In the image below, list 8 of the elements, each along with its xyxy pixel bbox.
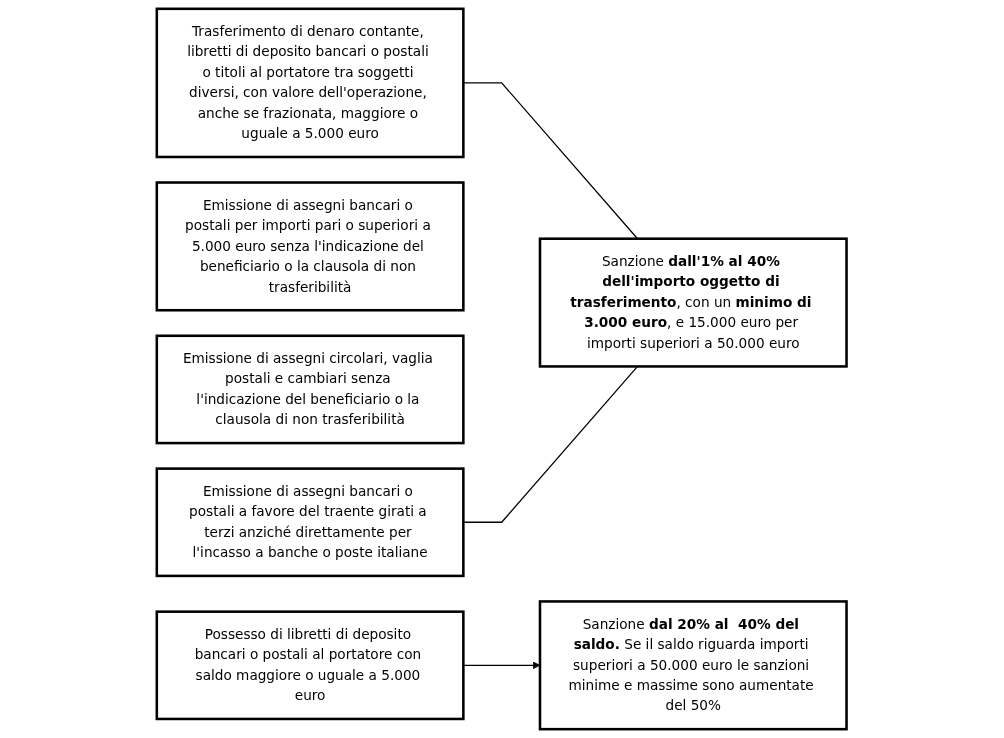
node-box: Emissione di assegni circolari, vaglia postali e cambiari senza l'indicazione del beneficiario o la clausola di non trasferibilità — [155, 334, 465, 445]
node-box: Sanzione dall'1% al 40% dell'importo oggetto di trasferimento, con un minimo di 3.000 euro, e 15.000 euro per importi superiori a 50.000 euro — [539, 237, 849, 368]
node-box: Emissione di assegni bancari o postali a favore del traente girati a terzi anziché direttamente per l'incasso a banche o poste italiane — [155, 467, 465, 578]
arrow — [463, 661, 541, 670]
node-box: Trasferimento di denaro contante, libretti di deposito bancari o postali o titoli al portatore tra soggetti diversi, con valore dell'operazione, anche se frazionata, maggiore o uguale a 5.000 euro — [155, 7, 465, 159]
node-box: Emissione di assegni bancari o postali per importi pari o superiori a 5.000 euro senza l'indicazione del beneficiario o la clausola di non trasferibilità — [155, 181, 465, 312]
node-box: Possesso di libretti di deposito bancari o postali al portatore con saldo maggiore o uguale a 5.000 euro — [155, 610, 465, 721]
node-box: Sanzione dal 20% al 40% del saldo. Se il saldo riguarda importi superiori a 50.000 euro le sanzioni minime e massime sono aumentate del 50% — [539, 600, 849, 731]
